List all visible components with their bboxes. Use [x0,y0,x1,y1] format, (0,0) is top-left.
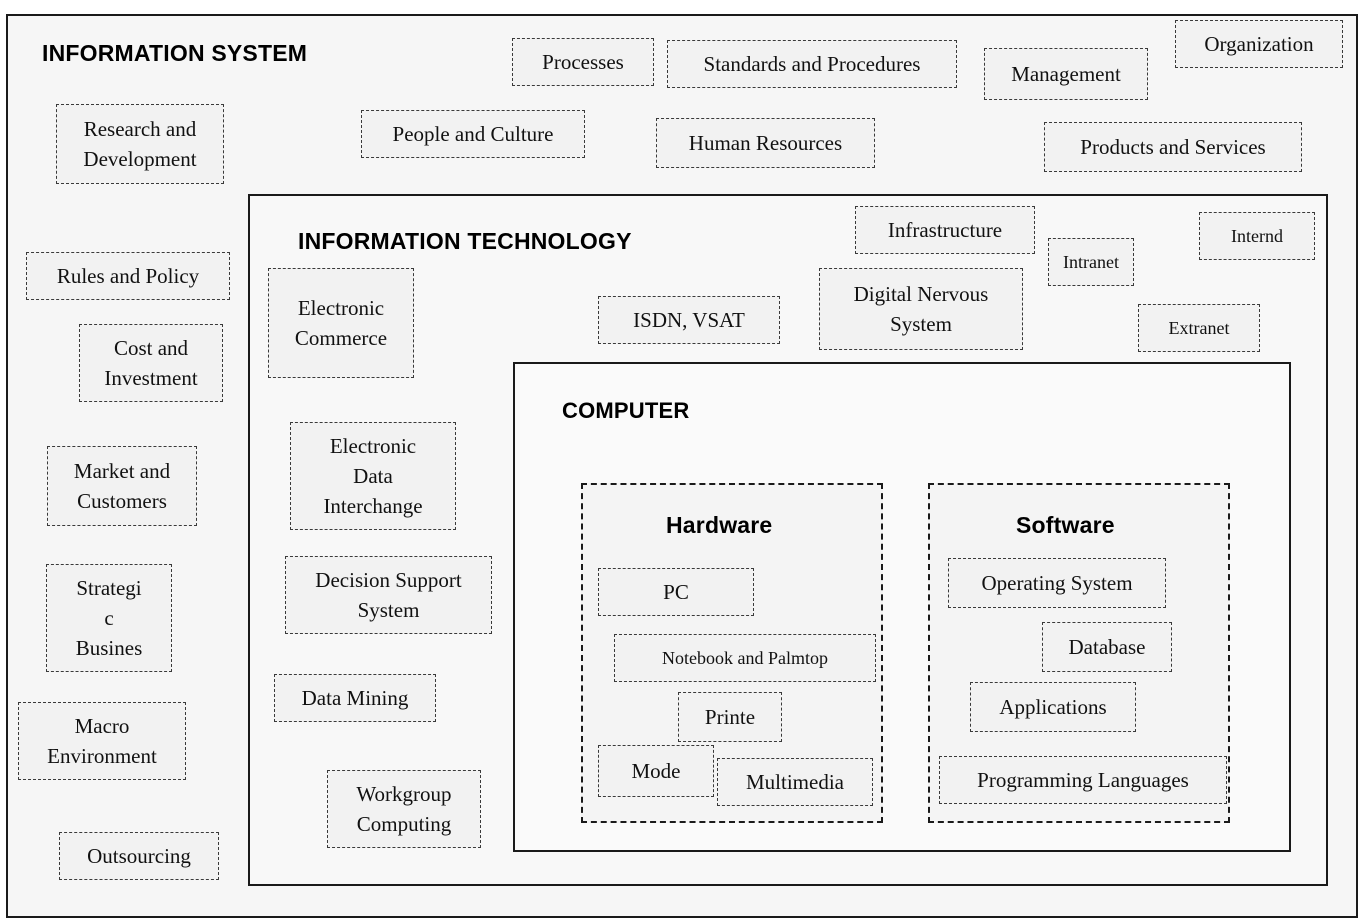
programming-languages-box: Programming Languages [939,756,1227,804]
market-customers-box: Market and Customers [47,446,197,526]
management-label: Management [1011,62,1121,86]
rules-policy-box: Rules and Policy [26,252,230,300]
people-culture-box: People and Culture [361,110,585,158]
isdn-vsat-box: ISDN, VSAT [598,296,780,344]
products-services-box: Products and Services [1044,122,1302,172]
digital-nervous-system-box: Digital Nervous System [819,268,1023,350]
programming-languages-label: Programming Languages [977,768,1189,792]
database-label: Database [1068,635,1146,659]
cost-investment-box: Cost and Investment [79,324,223,402]
pc-label: PC [663,580,689,604]
applications-box: Applications [970,682,1136,732]
standards-procedures-label: Standards and Procedures [703,52,921,76]
pc-box: PC [598,568,754,616]
electronic-data-interchange-box: Electronic Data Interchange [290,422,456,530]
multimedia-box: Multimedia [717,758,873,806]
digital-nervous-system-label: Digital Nervous System [853,282,989,336]
computer-title: COMPUTER [562,398,690,423]
strategic-business-box: Strategi c Busines [46,564,172,672]
isdn-vsat-label: ISDN, VSAT [633,308,745,332]
organization-label: Organization [1204,32,1314,56]
processes-label: Processes [542,50,624,74]
market-customers-label: Market and Customers [73,459,171,513]
software-title: Software [1016,512,1115,538]
cost-investment-label: Cost and Investment [104,336,198,390]
operating-system-box: Operating System [948,558,1166,608]
organization-box: Organization [1175,20,1343,68]
information-technology-title: INFORMATION TECHNOLOGY [298,228,632,254]
macro-environment-box: Macro Environment [18,702,186,780]
intranet-label: Intranet [1063,252,1119,272]
research-development-label: Research and Development [83,117,197,171]
modem-box: Mode [598,745,714,797]
management-box: Management [984,48,1148,100]
people-culture-label: People and Culture [392,122,554,146]
electronic-commerce-label: Electronic Commerce [294,296,388,350]
data-mining-box: Data Mining [274,674,436,722]
data-mining-label: Data Mining [301,686,409,710]
information-system-title: INFORMATION SYSTEM [42,40,308,66]
internet-label: Internd [1231,226,1283,246]
operating-system-label: Operating System [981,571,1133,595]
notebook-palmtop-label: Notebook and Palmtop [662,648,828,668]
outsourcing-box: Outsourcing [59,832,219,880]
applications-label: Applications [999,695,1107,719]
products-services-label: Products and Services [1080,135,1266,159]
outsourcing-label: Outsourcing [87,844,191,868]
infrastructure-box: Infrastructure [855,206,1035,254]
modem-label: Mode [631,759,681,783]
multimedia-label: Multimedia [746,770,844,794]
decision-support-system-label: Decision Support System [315,568,462,622]
internet-box: Internd [1199,212,1315,260]
electronic-data-interchange-label: Electronic Data Interchange [323,434,423,518]
database-box: Database [1042,622,1172,672]
human-resources-box: Human Resources [656,118,875,168]
research-development-box: Research and Development [56,104,224,184]
workgroup-computing-box: Workgroup Computing [327,770,481,848]
printer-label: Printe [704,705,756,729]
workgroup-computing-label: Workgroup Computing [356,782,452,836]
intranet-box: Intranet [1048,238,1134,286]
processes-box: Processes [512,38,654,86]
extranet-box: Extranet [1138,304,1260,352]
decision-support-system-box: Decision Support System [285,556,492,634]
notebook-palmtop-box: Notebook and Palmtop [614,634,876,682]
strategic-business-label: Strategi c Busines [75,576,143,660]
extranet-label: Extranet [1168,318,1230,338]
infrastructure-label: Infrastructure [887,218,1003,242]
hardware-title: Hardware [666,512,773,538]
macro-environment-label: Macro Environment [47,714,157,768]
human-resources-label: Human Resources [688,131,843,155]
electronic-commerce-box: Electronic Commerce [268,268,414,378]
printer-box: Printe [678,692,782,742]
rules-policy-label: Rules and Policy [56,264,200,288]
standards-procedures-box: Standards and Procedures [667,40,957,88]
